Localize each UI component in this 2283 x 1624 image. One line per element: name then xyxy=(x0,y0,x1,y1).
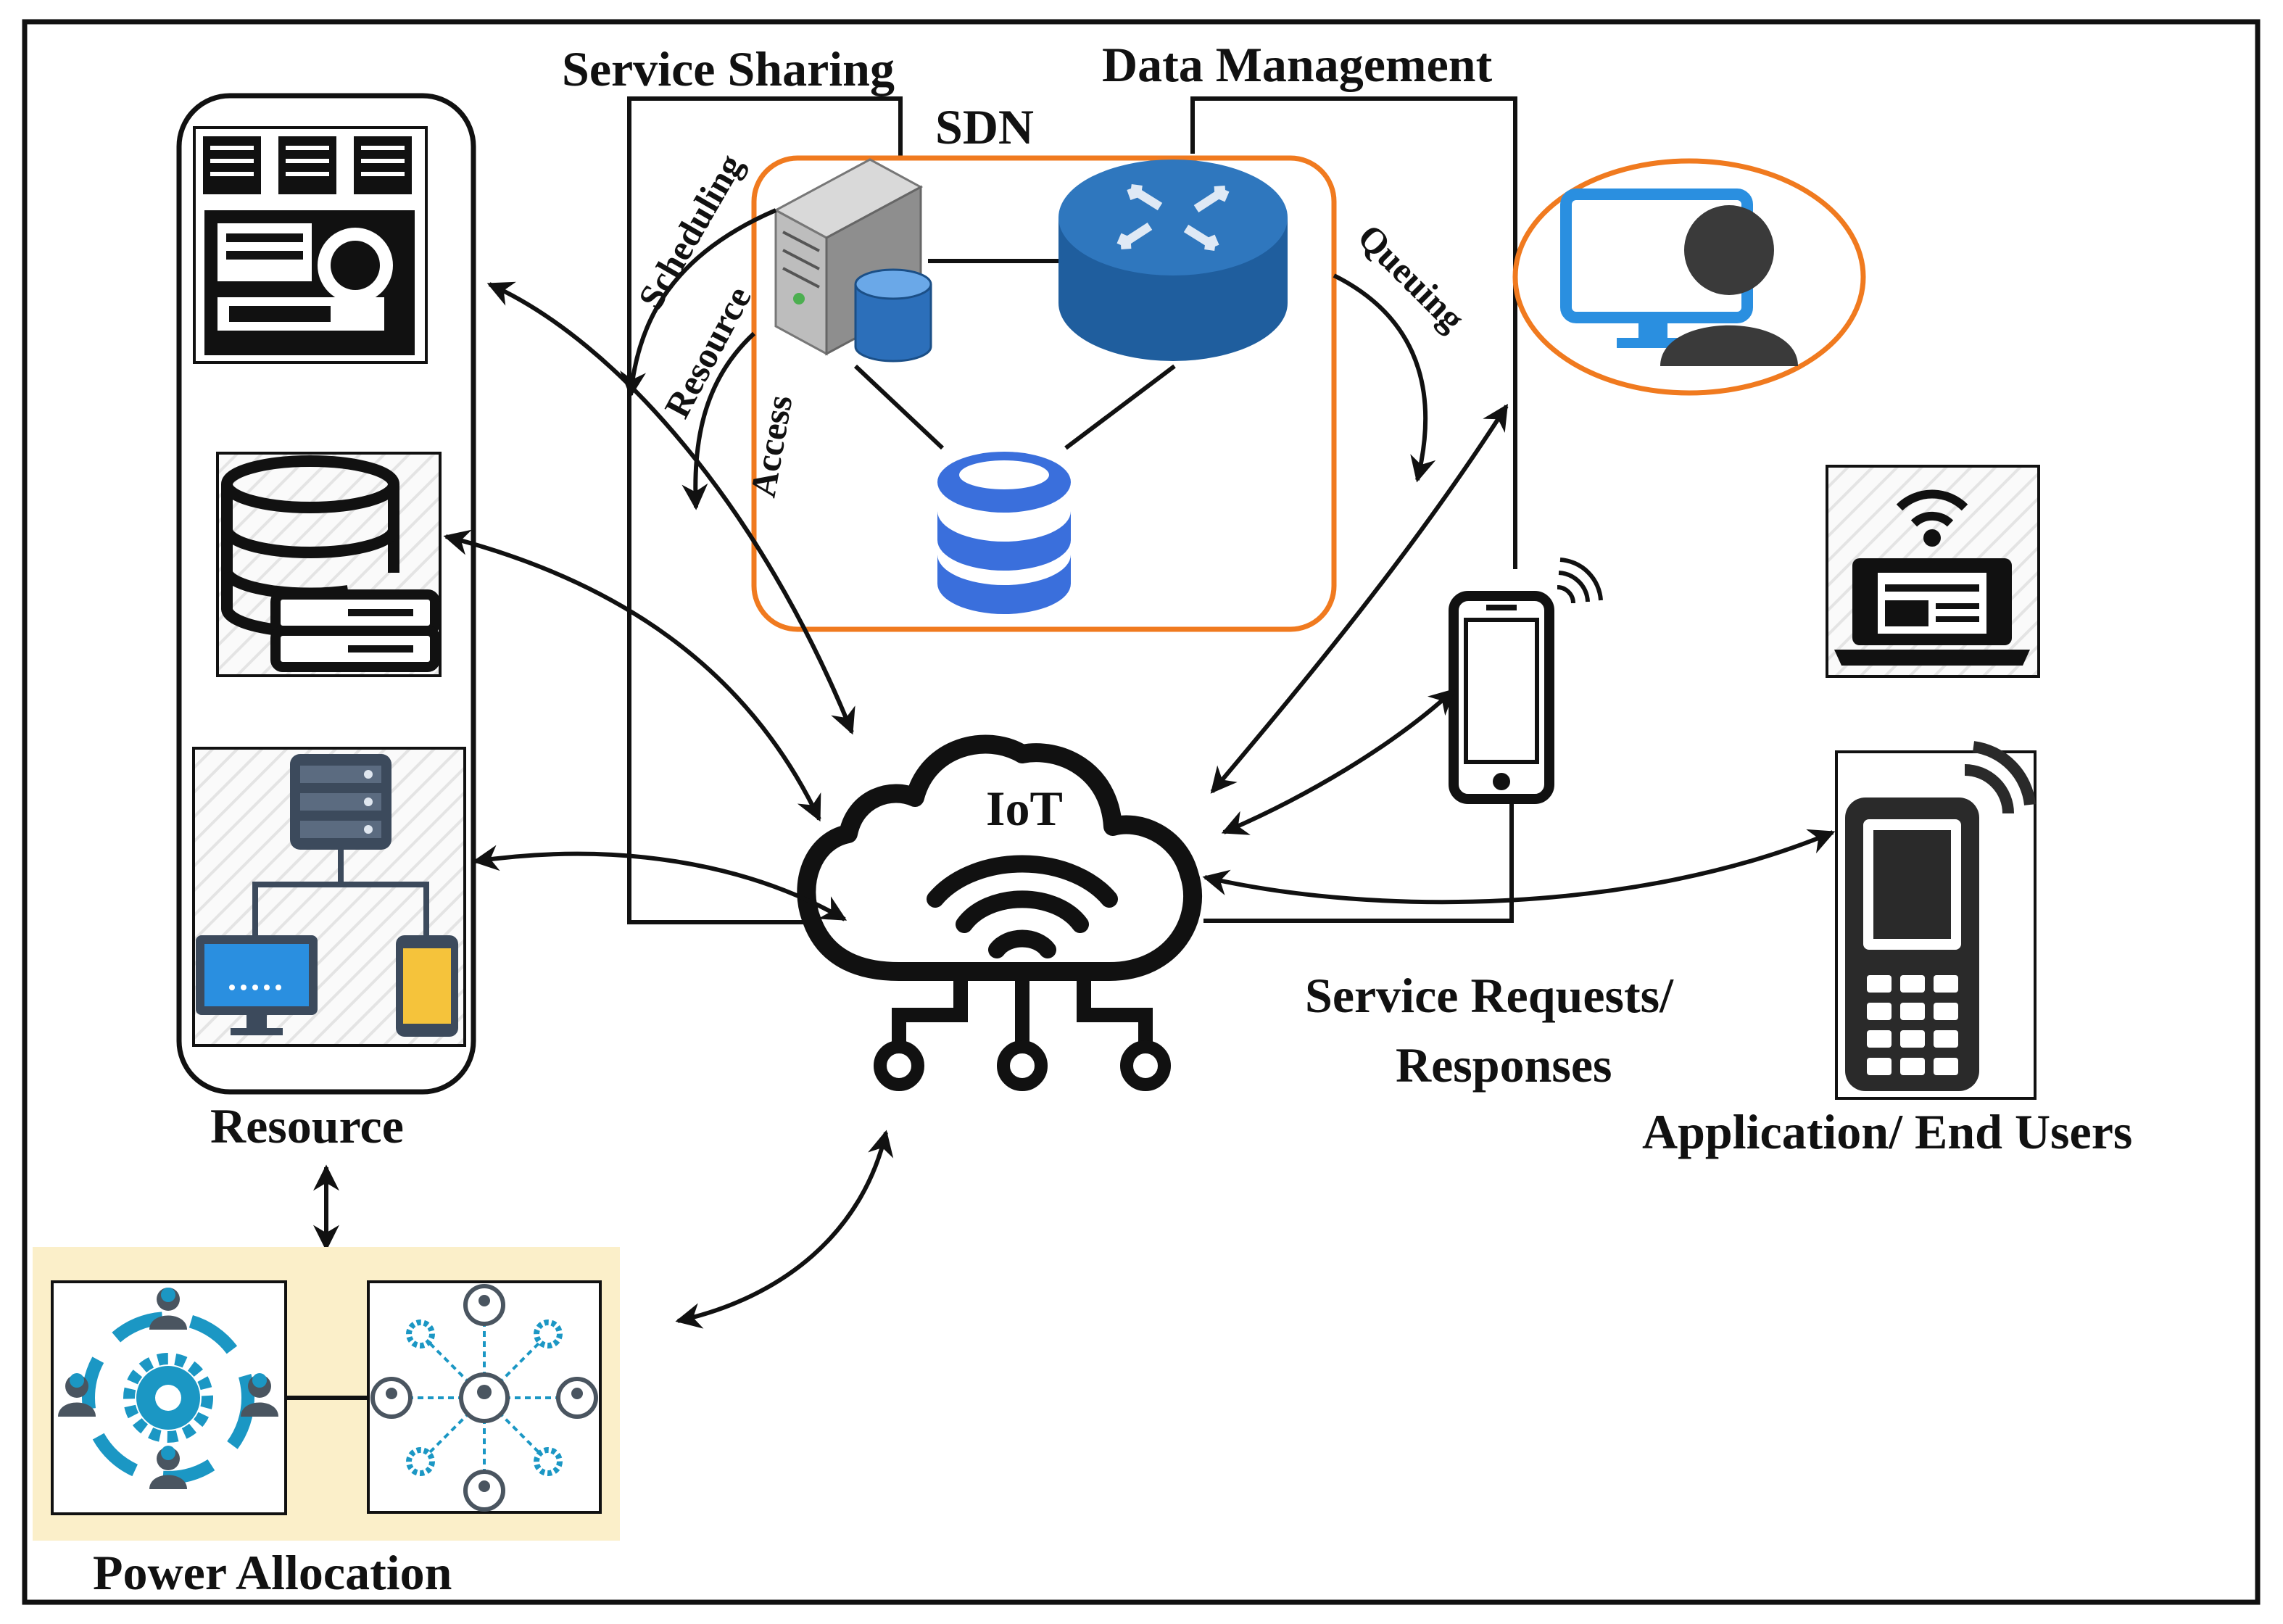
team-gear-icon xyxy=(51,1280,287,1515)
sdn-label: SDN xyxy=(935,99,1034,154)
application-end-users-label: Application/ End Users xyxy=(1642,1104,2132,1159)
user-monitor-ellipse xyxy=(1512,158,1866,396)
network-devices-icon xyxy=(192,747,466,1047)
server-rack-icon xyxy=(193,126,428,364)
arrow-database-iot xyxy=(443,529,821,822)
arrow-power-iot xyxy=(675,1130,894,1329)
network-people-icon xyxy=(367,1280,602,1514)
small-database-icon xyxy=(854,268,932,362)
user-monitor-icon xyxy=(1560,188,1798,366)
arrow-iot-smartphone xyxy=(1221,688,1456,835)
service-sharing-bracket xyxy=(627,96,903,924)
wifi-laptop-icon xyxy=(1826,465,2040,678)
power-allocation-label: Power Allocation xyxy=(93,1545,452,1600)
service-requests-label-line2: Responses xyxy=(1396,1037,1612,1093)
arrow-iot-mobile xyxy=(1202,829,1836,905)
resource-label: Resource xyxy=(210,1098,404,1153)
mobile-phone-icon xyxy=(1835,741,2037,1100)
router-icon xyxy=(1058,160,1288,361)
arrow-devices-iot xyxy=(472,845,848,921)
data-management-label: Data Management xyxy=(1102,37,1493,92)
sdn-link-router-db xyxy=(1064,364,1176,450)
service-requests-label-line1: Service Requests/ xyxy=(1305,968,1674,1023)
data-management-bracket xyxy=(1190,96,1517,569)
iot-label: IoT xyxy=(986,781,1063,836)
service-sharing-label: Service Sharing xyxy=(562,41,895,96)
sdn-link-server-db xyxy=(853,364,945,450)
database-icon xyxy=(937,452,1071,614)
database-server-icon xyxy=(216,452,442,677)
